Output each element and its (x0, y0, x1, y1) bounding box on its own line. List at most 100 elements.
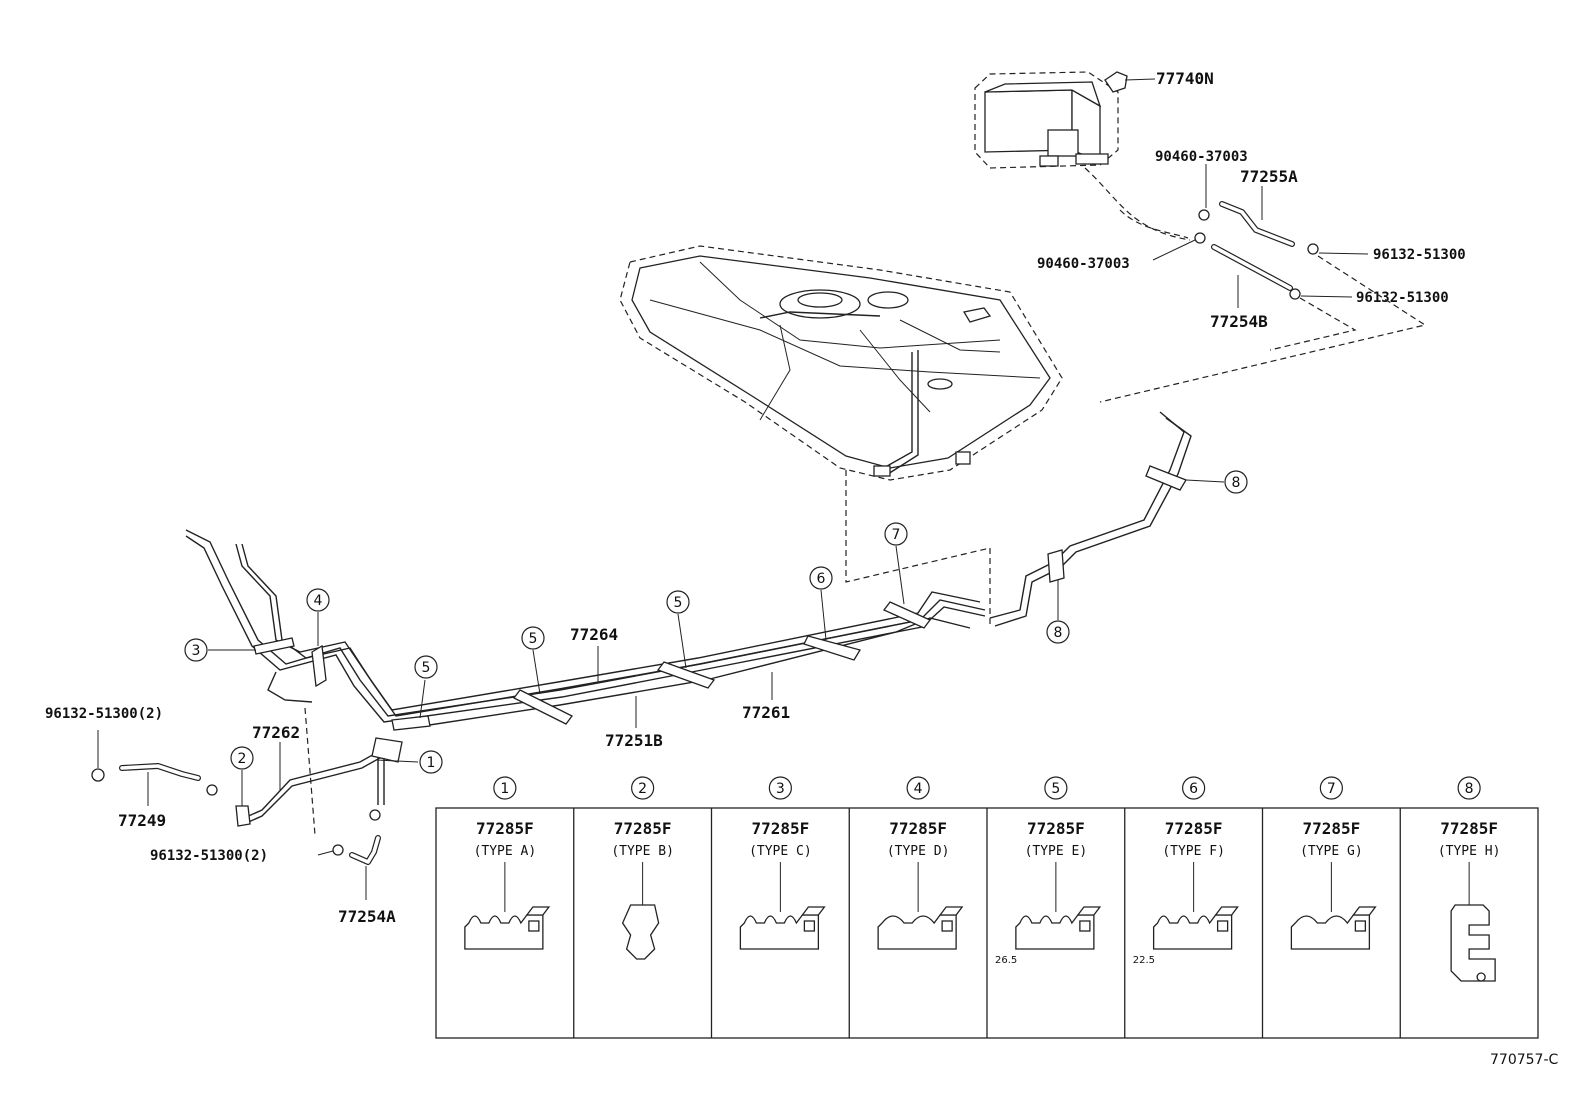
clip-icons-canister (1194, 209, 1319, 300)
clamp-cell-type-3: 3 77285F (TYPE C) (710, 776, 826, 1038)
clamp-type-label: (TYPE C) (749, 844, 812, 859)
clamp-cell-number: 4 (906, 776, 930, 800)
clamp-number-text: 5 (1051, 781, 1060, 797)
callout-2: 2 (230, 746, 254, 806)
callout-1: 1 (375, 750, 443, 774)
svg-text:3: 3 (192, 643, 201, 659)
hose-77249 (119, 763, 201, 781)
callout-7: 7 (884, 522, 908, 605)
clamp-cell-type-2: 2 77285F (TYPE B) (573, 776, 674, 1038)
part-77251B: 77251B (605, 731, 663, 750)
callout-3: 3 (184, 638, 256, 662)
part-77254B: 77254B (1210, 312, 1268, 331)
clamp-sketch-icon (1290, 906, 1377, 950)
svg-text:7: 7 (892, 527, 901, 543)
fuel-tank (619, 245, 1063, 481)
clamp-number-text: 2 (638, 781, 647, 797)
charcoal-canister (974, 71, 1191, 241)
clamp-type-label: (TYPE E) (1025, 844, 1088, 859)
clamp-type-label: (TYPE F) (1162, 844, 1225, 859)
clamp-cell-type-4: 4 77285F (TYPE D) (848, 776, 964, 1038)
part-77261: 77261 (742, 703, 790, 722)
hose-77255A (1219, 201, 1295, 247)
clamp-cell-number: 3 (768, 776, 792, 800)
part-90460-37003-upper: 90460-37003 (1155, 149, 1248, 165)
callout-8-bottom: 8 (1046, 580, 1070, 644)
leader-77740N (1124, 78, 1156, 81)
clamp-cell-type-5: 5 77285F (TYPE E) 26.5 (986, 776, 1102, 1038)
callout-5-right: 5 (666, 590, 690, 669)
clamp-part-number: 77285F (1165, 819, 1223, 838)
part-77740N: 77740N (1156, 69, 1214, 88)
svg-text:6: 6 (817, 571, 826, 587)
svg-text:8: 8 (1054, 625, 1063, 641)
svg-text:4: 4 (314, 593, 323, 609)
clamp-sketch-icon (739, 906, 826, 950)
clamp-part-number: 77285F (476, 819, 534, 838)
part-96132-51300-2-lower: 96132-51300(2) (150, 848, 268, 864)
part-96132-51300-2-left: 96132-51300(2) (45, 706, 163, 722)
clamp-number-text: 7 (1327, 781, 1336, 797)
line-77262 (235, 737, 403, 827)
callout-8-right: 8 (1185, 470, 1248, 494)
clamp-cell-number: 6 (1182, 776, 1206, 800)
svg-text:5: 5 (674, 595, 683, 611)
clamp-part-number: 77285F (1027, 819, 1085, 838)
callout-5-mid: 5 (521, 626, 545, 695)
clamp-sketch-icon (877, 906, 964, 950)
clamp-part-number: 77285F (1302, 819, 1360, 838)
clamp-type-label: (TYPE A) (474, 844, 537, 859)
clamp-cell-number: 7 (1319, 776, 1343, 800)
clamp-dimension: 22.5 (1133, 955, 1155, 966)
callout-4: 4 (306, 588, 330, 646)
clamp-cell-type-1: 1 77285F (TYPE A) (464, 776, 551, 950)
clamp-sketch-icon (1152, 906, 1239, 950)
callout-5-left: 5 (414, 655, 438, 719)
dashed-guide-canister (1099, 255, 1427, 403)
part-77249: 77249 (118, 811, 166, 830)
part-96132-51300-upper: 96132-51300 (1373, 247, 1466, 263)
hose-77254B (1211, 244, 1293, 291)
clamp-cell-number: 2 (631, 776, 655, 800)
clamp-cell-type-7: 7 77285F (TYPE G) (1261, 776, 1377, 1038)
clamp-number-text: 1 (500, 781, 509, 797)
clip-icons-left (91, 768, 381, 856)
svg-text:2: 2 (238, 751, 247, 767)
clamp-part-number: 77285F (614, 819, 672, 838)
line-clamps (253, 465, 1187, 731)
svg-text:5: 5 (422, 660, 431, 676)
dashed-guide-left (304, 707, 316, 836)
svg-text:8: 8 (1232, 475, 1241, 491)
clamp-cell-number: 8 (1457, 776, 1481, 800)
part-77254A: 77254A (338, 907, 396, 926)
clamp-dimension: 26.5 (995, 955, 1017, 966)
clamp-sketch-icon (621, 904, 660, 960)
dashed-guide-tank (845, 470, 991, 625)
part-77255A: 77255A (1240, 167, 1298, 186)
svg-text:5: 5 (529, 631, 538, 647)
clamp-part-number: 77285F (889, 819, 947, 838)
part-77262: 77262 (252, 723, 300, 742)
clamp-type-label: (TYPE G) (1300, 844, 1363, 859)
callout-6: 6 (809, 566, 833, 641)
svg-text:1: 1 (427, 755, 436, 771)
clamp-type-label: (TYPE B) (611, 844, 674, 859)
part-96132-51300-lower: 96132-51300 (1356, 290, 1449, 306)
clamp-type-table: 1 77285F (TYPE A) 2 77285F (TYPE B) 3 77285F (TY… (435, 776, 1539, 1039)
part-77264: 77264 (570, 625, 618, 644)
clamp-sketch-icon (1015, 906, 1102, 950)
clamp-sketch-icon (1450, 904, 1496, 982)
clamp-cell-number: 5 (1044, 776, 1068, 800)
clamp-part-number: 77285F (1440, 819, 1498, 838)
clamp-part-number: 77285F (751, 819, 809, 838)
clamp-cell-number: 1 (493, 776, 517, 800)
clamp-cell-type-6: 6 77285F (TYPE F) 22.5 (1124, 776, 1239, 1038)
clamp-number-text: 3 (776, 781, 785, 797)
clamp-number-text: 6 (1189, 781, 1198, 797)
diagram-reference-number: 770757-C (1490, 1052, 1558, 1068)
clamp-number-text: 4 (914, 781, 923, 797)
clamp-type-label: (TYPE D) (887, 844, 950, 859)
clamp-number-text: 8 (1465, 781, 1474, 797)
